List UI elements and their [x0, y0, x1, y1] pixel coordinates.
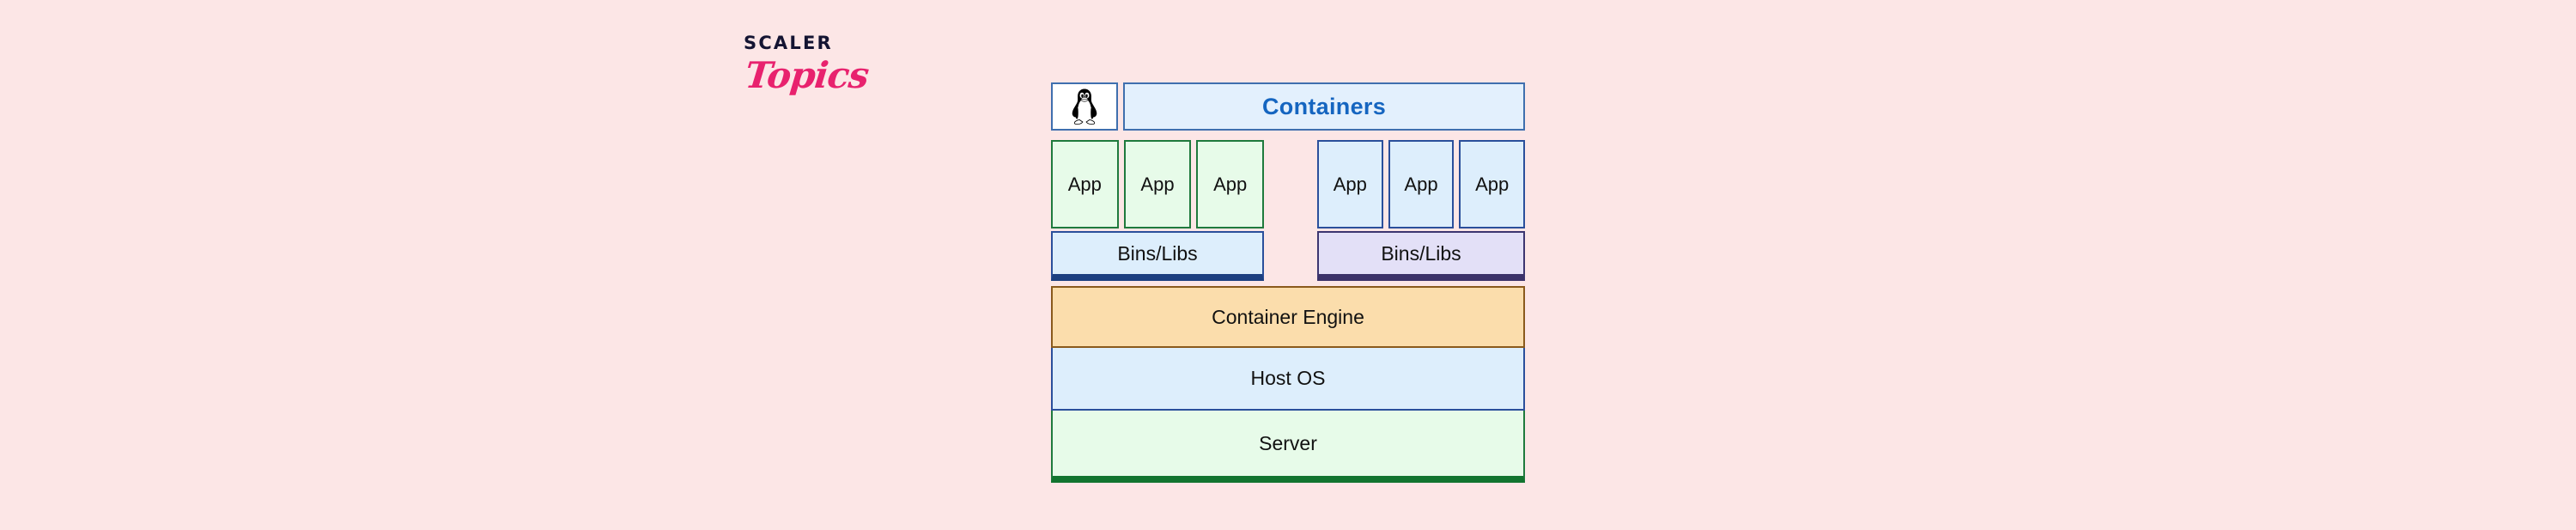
- scaler-topics-logo: SCALER Topics: [740, 34, 878, 120]
- host-os-layer: Host OS: [1051, 348, 1525, 411]
- containers-title-box: Containers: [1123, 82, 1525, 131]
- linux-penguin-icon: [1051, 82, 1118, 131]
- container-group-left: App App App Bins/Libs: [1051, 140, 1265, 281]
- app-row-left: App App App: [1051, 140, 1265, 228]
- logo-topics-text: Topics: [743, 54, 871, 96]
- app-box: App: [1196, 140, 1265, 228]
- app-row-right: App App App: [1317, 140, 1526, 228]
- containers-architecture-diagram: Containers App App App Bins/Libs App App…: [1051, 82, 1526, 486]
- container-engine-layer: Container Engine: [1051, 286, 1525, 348]
- app-box: App: [1051, 140, 1119, 228]
- container-group-right: App App App Bins/Libs: [1317, 140, 1526, 281]
- app-box: App: [1123, 140, 1192, 228]
- page-title: Containers: [1261, 93, 1387, 119]
- bins-libs-box-left: Bins/Libs: [1051, 231, 1264, 281]
- bins-libs-box-right: Bins/Libs: [1317, 231, 1525, 281]
- diagram-header-row: Containers: [1051, 82, 1525, 131]
- app-box: App: [1388, 140, 1455, 228]
- logo-scaler-text: SCALER: [744, 33, 833, 53]
- container-groups-row: App App App Bins/Libs App App App Bins/L…: [1051, 140, 1526, 281]
- server-layer: Server: [1051, 411, 1525, 483]
- app-box: App: [1459, 140, 1526, 228]
- app-box: App: [1317, 140, 1383, 228]
